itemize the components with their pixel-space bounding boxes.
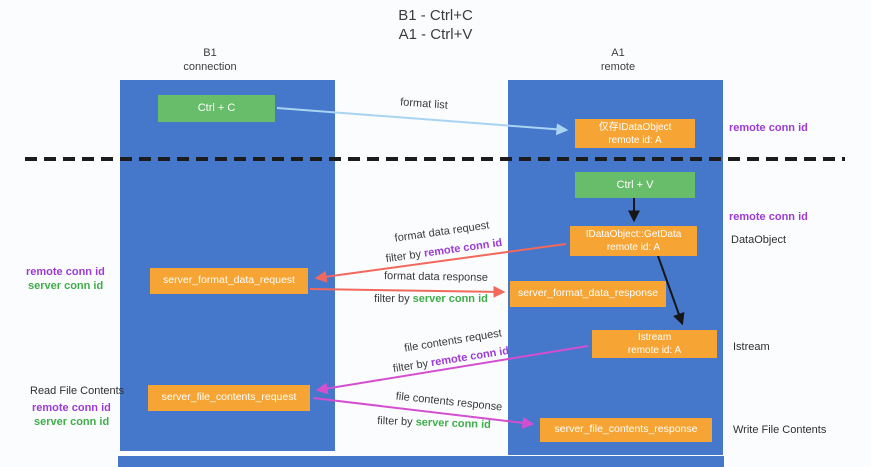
filter-prefix: filter by xyxy=(392,357,433,376)
filter-prefix: filter by xyxy=(374,293,413,305)
phase-divider-dashed-line xyxy=(25,157,845,161)
node-ctrl-c: Ctrl + C xyxy=(158,95,275,122)
diagram-title: B1 - Ctrl+C A1 - Ctrl+V xyxy=(0,6,871,44)
note-left-format-server-conn-id: server conn id xyxy=(28,280,104,292)
node-ctrl-c-label: Ctrl + C xyxy=(197,102,236,115)
note-write-file-contents: Write File Contents xyxy=(733,424,827,436)
note-left-file-remote-conn-id: remote conn id xyxy=(32,402,111,414)
bottom-bar xyxy=(118,456,724,467)
lane-header-b1: B1 connection xyxy=(150,46,270,74)
diagram-title-line1: B1 - Ctrl+C xyxy=(398,7,473,24)
node-ctrl-v: Ctrl + V xyxy=(575,172,695,198)
lane-a1-name: A1 xyxy=(611,47,625,59)
lane-header-a1: A1 remote xyxy=(558,46,678,74)
note-dataobject: DataObject xyxy=(731,234,787,246)
note-read-file-contents: Read File Contents xyxy=(30,385,125,397)
label-filter-format-response: filter by server conn id xyxy=(374,293,488,305)
diagram-title-line2: A1 - Ctrl+V xyxy=(398,26,473,43)
note-left-file-server-conn-id: server conn id xyxy=(34,416,110,428)
node-server-format-data-request: server_format_data_request xyxy=(150,268,308,294)
lane-a1-subtitle: remote xyxy=(600,61,636,73)
filter-key-server-conn-id: server conn id xyxy=(412,293,488,305)
label-format-data-response: format data response xyxy=(383,270,489,284)
node-server-file-contents-request-label: server_file_contents_request xyxy=(161,391,297,404)
note-left-format-remote-conn-id: remote conn id xyxy=(26,266,105,278)
node-server-file-contents-response: server_file_contents_response xyxy=(540,418,712,442)
node-getdata-line1: IDataObject::GetData xyxy=(585,229,682,240)
filter-key-server-conn-id: server conn id xyxy=(415,416,492,431)
node-idataobject-line1: 仅存IDataObject xyxy=(598,121,672,133)
filter-key-remote-conn-id: remote conn id xyxy=(423,236,503,260)
node-server-format-data-response: server_format_data_response xyxy=(510,281,666,307)
node-getdata-line2: remote id: A xyxy=(606,242,661,253)
note-remote-conn-id-top: remote conn id xyxy=(729,122,808,134)
arrow-format-data-response xyxy=(309,285,506,298)
node-server-format-data-request-label: server_format_data_request xyxy=(163,274,295,287)
note-remote-conn-id-mid: remote conn id xyxy=(729,211,808,223)
node-server-format-data-response-label: server_format_data_response xyxy=(517,287,659,300)
node-istream-line2: remote id: A xyxy=(627,345,682,356)
node-idataobject: 仅存IDataObject remote id: A xyxy=(575,119,695,148)
lane-b1-name: B1 xyxy=(203,47,217,59)
filter-prefix: filter by xyxy=(385,247,425,266)
node-server-file-contents-response-label: server_file_contents_response xyxy=(554,423,698,436)
note-istream: Istream xyxy=(733,341,770,353)
label-format-list: format list xyxy=(399,96,449,112)
node-idataobject-line2: remote id: A xyxy=(608,134,662,146)
node-server-file-contents-request: server_file_contents_request xyxy=(148,385,310,411)
node-getdata: IDataObject::GetData remote id: A xyxy=(570,226,697,256)
lane-b1-subtitle: connection xyxy=(183,61,237,73)
filter-prefix: filter by xyxy=(376,415,416,429)
label-file-contents-response: file contents response xyxy=(395,390,503,414)
node-istream-line1: Istream xyxy=(637,332,672,343)
label-filter-file-response: filter by server conn id xyxy=(377,415,491,431)
node-istream: Istream remote id: A xyxy=(592,330,717,358)
node-ctrl-v-label: Ctrl + V xyxy=(616,178,654,191)
